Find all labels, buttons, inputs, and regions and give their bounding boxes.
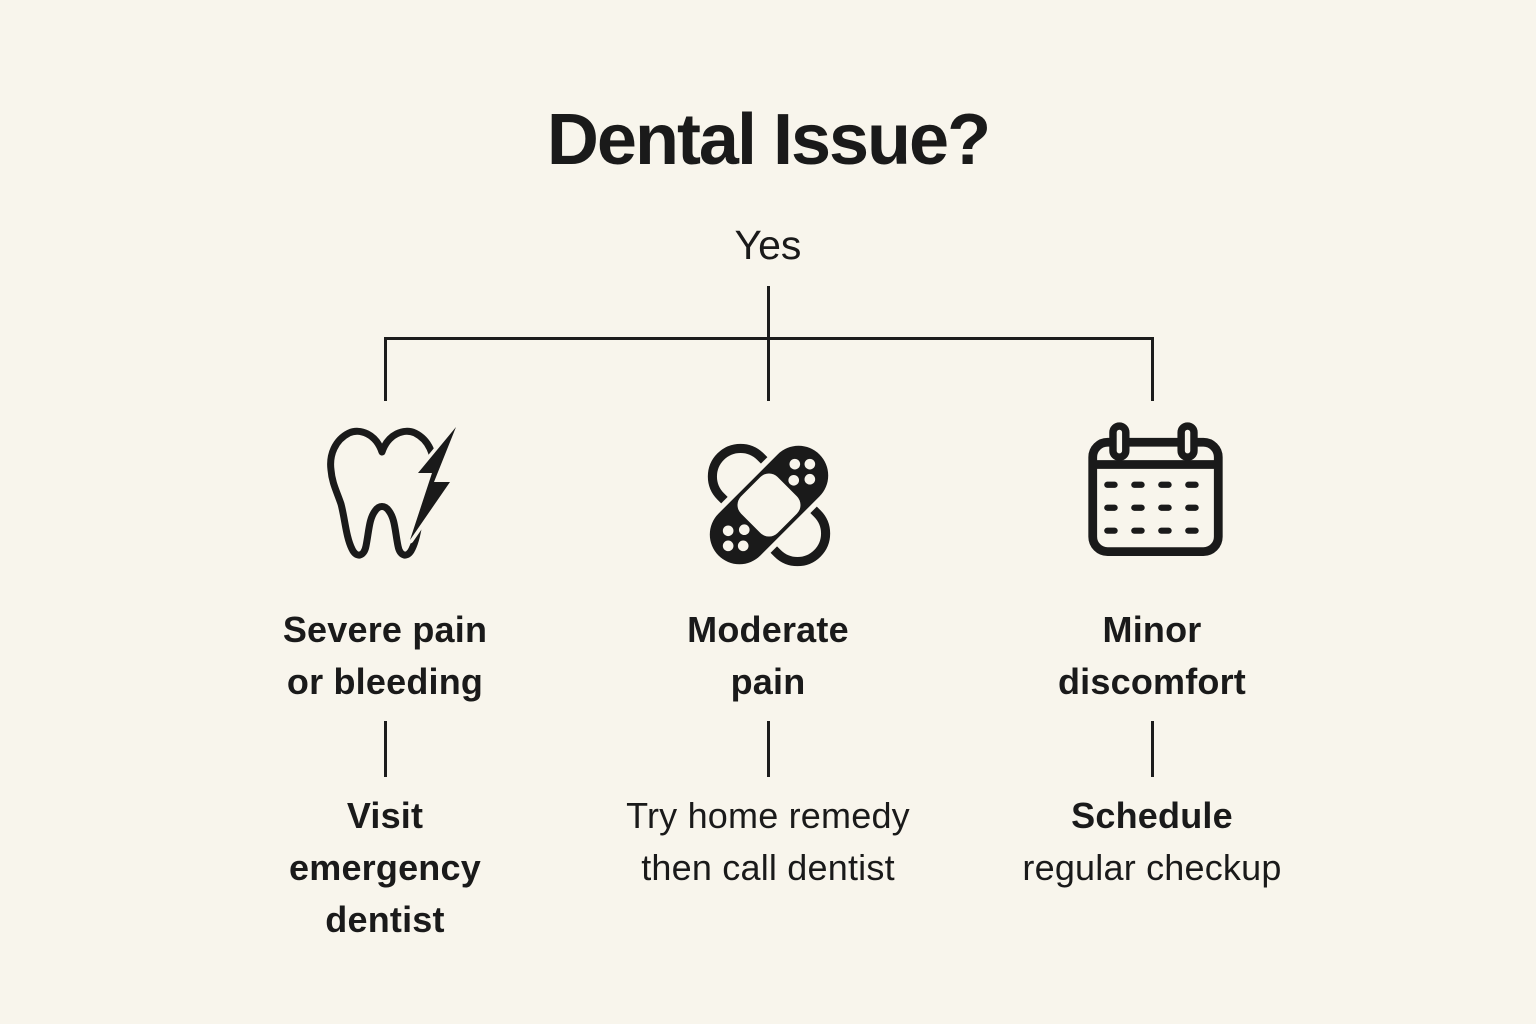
action-line: dentist: [325, 899, 445, 940]
connector-stub-middle: [767, 721, 770, 777]
connector-stub-left: [384, 721, 387, 777]
condition-severe-pain: Severe pain or bleeding: [175, 604, 595, 708]
condition-line: discomfort: [1057, 661, 1246, 702]
calendar-icon: [1088, 421, 1223, 563]
action-home-remedy-call-dentist: Try home remedy then call dentist: [558, 790, 978, 894]
yes-branch-label: Yes: [734, 222, 802, 268]
action-schedule-checkup: Schedule regular checkup: [942, 790, 1362, 894]
condition-line: Severe pain: [282, 609, 488, 650]
condition-moderate-pain: Moderate pain: [558, 604, 978, 708]
action-line: emergency: [289, 847, 481, 888]
connector-stub-right: [1151, 721, 1154, 777]
action-line: Schedule: [1071, 795, 1233, 836]
condition-line: or bleeding: [286, 661, 484, 702]
connector-drop-right: [1151, 337, 1154, 401]
condition-line: pain: [730, 661, 806, 702]
connector-drop-left: [384, 337, 387, 401]
action-line: then call dentist: [641, 847, 895, 888]
action-line: Visit: [346, 795, 424, 836]
page-title: Dental Issue?: [546, 100, 991, 180]
condition-line: Moderate: [687, 609, 849, 650]
connector-drop-middle: [767, 337, 770, 401]
condition-line: Minor: [1102, 609, 1202, 650]
action-line: Try home remedy: [626, 795, 910, 836]
action-line: regular checkup: [1022, 847, 1282, 888]
condition-minor-discomfort: Minor discomfort: [942, 604, 1362, 708]
action-visit-emergency-dentist: Visit emergency dentist: [175, 790, 595, 946]
connector-root-stem: [767, 286, 770, 339]
tooth-pain-icon: [326, 423, 465, 577]
bandage-icon: [693, 429, 845, 586]
